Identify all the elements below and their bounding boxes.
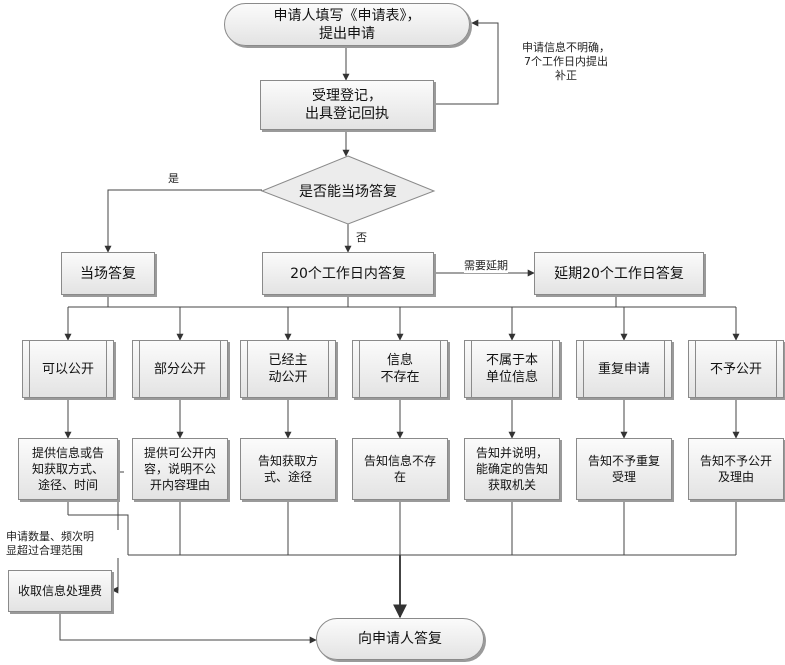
action-node: 告知信息不存 在	[352, 438, 448, 500]
category-label: 不属于本 单位信息	[485, 353, 538, 385]
need-extend-label: 需要延期	[464, 259, 508, 273]
register-node: 受理登记， 出具登记回执	[260, 80, 434, 130]
decision-diamond	[260, 155, 436, 225]
action-node: 告知获取方 式、途径	[240, 438, 336, 500]
action-node: 告知并说明， 能确定的告知 获取机关	[464, 438, 560, 500]
fee-node-label: 收取信息处理费	[17, 584, 102, 598]
category-label: 重复申请	[597, 361, 650, 377]
edge-supplement-loop	[434, 19, 499, 105]
edge-decision-yes	[104, 189, 262, 253]
category-node: 不予公开	[688, 340, 784, 398]
edge-collect-left	[68, 514, 129, 555]
edge-fee-end	[59, 612, 317, 644]
on-spot-node: 当场答复	[61, 252, 155, 295]
category-node: 已经主 动公开	[240, 340, 336, 398]
no-label: 否	[356, 231, 367, 245]
category-node: 信息 不存在	[352, 340, 448, 398]
action-node: 告知不予重复 受理	[576, 438, 672, 500]
action-label: 提供信息或告 知获取方式、 途径、时间	[31, 446, 104, 492]
category-node: 可以公开	[22, 340, 114, 398]
action-node: 提供信息或告 知获取方式、 途径、时间	[18, 438, 118, 500]
action-label: 提供可公开内 容，说明不公 开内容理由	[143, 446, 216, 492]
register-node-label: 受理登记， 出具登记回执	[305, 88, 389, 122]
yes-label: 是	[168, 172, 179, 186]
category-node: 不属于本 单位信息	[464, 340, 560, 398]
within20-node: 20个工作日内答复	[262, 252, 434, 295]
start-node: 申请人填写《申请表》， 提出申请	[224, 3, 470, 46]
action-label: 告知获取方 式、途径	[257, 454, 318, 484]
action-label: 告知并说明， 能确定的告知 获取机关	[475, 446, 548, 492]
action-label: 告知不予重复 受理	[587, 454, 660, 484]
action-label: 告知信息不存 在	[363, 454, 436, 484]
start-node-label: 申请人填写《申请表》， 提出申请	[273, 7, 421, 42]
extend20-node-label: 延期20个工作日答复	[554, 265, 684, 282]
category-node: 部分公开	[132, 340, 228, 398]
fee-node: 收取信息处理费	[8, 570, 112, 612]
category-label: 信息 不存在	[380, 353, 420, 385]
action-node: 告知不予公开 及理由	[688, 438, 784, 500]
category-label: 已经主 动公开	[268, 353, 308, 385]
action-node: 提供可公开内 容，说明不公 开内容理由	[132, 438, 228, 500]
end-node: 向申请人答复	[316, 618, 484, 660]
category-label: 部分公开	[153, 361, 206, 377]
decision-label: 是否能当场答复	[299, 184, 397, 200]
fee-condition-note: 申请数量、频次明 显超过合理范围	[6, 530, 124, 558]
category-label: 可以公开	[41, 361, 94, 377]
end-node-label: 向申请人答复	[358, 631, 442, 647]
extend20-node: 延期20个工作日答复	[534, 252, 704, 295]
category-node: 重复申请	[576, 340, 672, 398]
category-label: 不予公开	[709, 361, 762, 377]
on-spot-node-label: 当场答复	[80, 265, 136, 282]
incomplete-note: 申请信息不明确， 7个工作日内提出 补正	[506, 41, 626, 83]
action-label: 告知不予公开 及理由	[699, 454, 772, 484]
within20-node-label: 20个工作日内答复	[290, 265, 406, 282]
